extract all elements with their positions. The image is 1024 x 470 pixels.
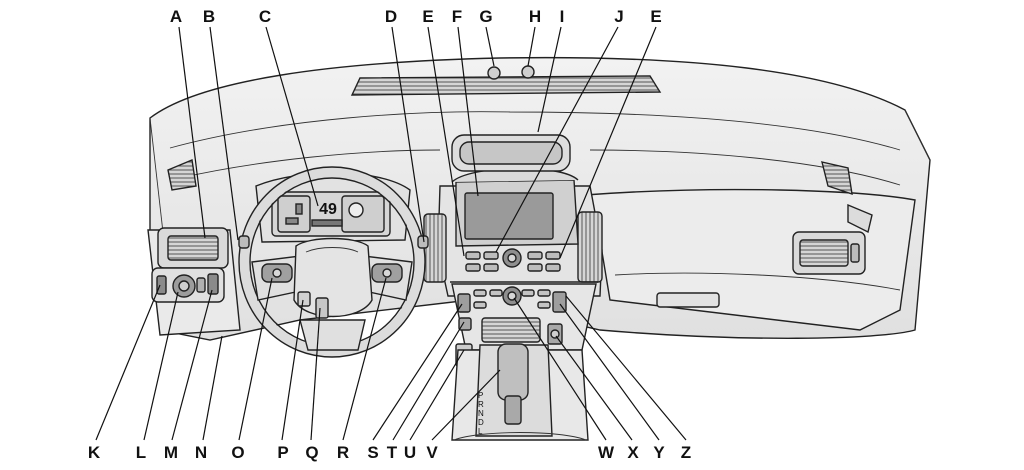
leader-e-left	[427, 26, 465, 257]
leader-f	[457, 26, 479, 197]
exterior-lamp-controls	[151, 267, 225, 303]
callout-z: Z	[681, 443, 691, 462]
center-stack	[423, 167, 603, 297]
leader-b	[209, 26, 239, 241]
callout-i: I	[560, 7, 565, 26]
callout-m: M	[164, 443, 178, 462]
callout-r: R	[337, 443, 349, 462]
leader-a	[178, 26, 206, 239]
callout-u: U	[404, 443, 416, 462]
speed-readout: 49	[319, 201, 337, 218]
leader-n	[202, 335, 223, 441]
leader-lines	[95, 26, 687, 441]
leader-e-right	[559, 26, 657, 259]
callout-e-right: E	[650, 7, 661, 26]
callout-x: X	[627, 443, 639, 462]
leader-t	[392, 321, 465, 441]
callout-b: B	[203, 7, 215, 26]
instrument-cluster: 49	[255, 172, 411, 243]
callout-e-left: E	[422, 7, 433, 26]
callout-h: H	[529, 7, 541, 26]
callout-a: A	[170, 7, 182, 26]
leader-g	[485, 26, 495, 67]
left-air-vent	[157, 227, 229, 269]
leader-u	[409, 349, 465, 441]
leader-q	[310, 307, 321, 441]
turn-signal-lever	[238, 235, 250, 249]
leader-h	[527, 26, 536, 67]
callout-d: D	[385, 7, 397, 26]
leader-d	[391, 26, 425, 243]
callout-q: Q	[305, 443, 318, 462]
callout-t: T	[387, 443, 398, 462]
leader-p	[281, 299, 304, 441]
defroster-vent	[350, 65, 662, 96]
leader-r	[342, 277, 387, 441]
leader-k	[95, 284, 161, 441]
callout-p: P	[277, 443, 288, 462]
light-sensor-h	[521, 65, 535, 79]
leader-c	[265, 26, 319, 207]
leader-o	[238, 277, 273, 441]
callout-n: N	[195, 443, 207, 462]
right-air-vent	[792, 231, 866, 275]
callout-k: K	[88, 443, 101, 462]
callouts-top: A B C D E F G H I J E	[170, 7, 662, 26]
callout-g: G	[479, 7, 492, 26]
callout-y: Y	[653, 443, 665, 462]
callouts-bottom: K L M N O P Q R S T U V W X Y Z	[88, 443, 691, 462]
gear-letter-p: P	[478, 391, 483, 400]
rearview-mirror	[451, 134, 571, 172]
leader-s	[372, 303, 463, 441]
callout-f: F	[452, 7, 462, 26]
side-window-vents	[167, 159, 873, 234]
leader-z	[565, 295, 687, 441]
leader-m	[171, 289, 213, 441]
callout-w: W	[598, 443, 615, 462]
callout-j: J	[614, 7, 623, 26]
callout-s: S	[367, 443, 378, 462]
callout-o: O	[231, 443, 244, 462]
callout-c: C	[259, 7, 271, 26]
infotainment-screen	[464, 192, 554, 240]
shift-lever	[497, 343, 529, 401]
gear-letter-l: L	[478, 427, 483, 436]
leader-i	[537, 26, 562, 133]
gear-letter-r: R	[478, 400, 484, 409]
leader-y	[559, 303, 660, 441]
charge-mode-button	[458, 317, 472, 331]
center-console	[451, 343, 589, 441]
gear-letter-n: N	[478, 409, 484, 418]
leader-v	[431, 369, 501, 441]
heated-seat-left	[457, 293, 471, 313]
callout-l: L	[136, 443, 146, 462]
gear-indicator: P R N D L	[478, 391, 484, 436]
leader-l	[143, 291, 179, 441]
tilt-lever	[297, 291, 311, 307]
leader-x	[555, 335, 633, 441]
center-vent-right	[577, 211, 603, 283]
leader-w	[513, 297, 607, 441]
light-sensor-g	[487, 66, 501, 80]
callout-v: V	[426, 443, 438, 462]
leader-j	[495, 26, 619, 253]
gear-letter-d: D	[478, 418, 484, 427]
